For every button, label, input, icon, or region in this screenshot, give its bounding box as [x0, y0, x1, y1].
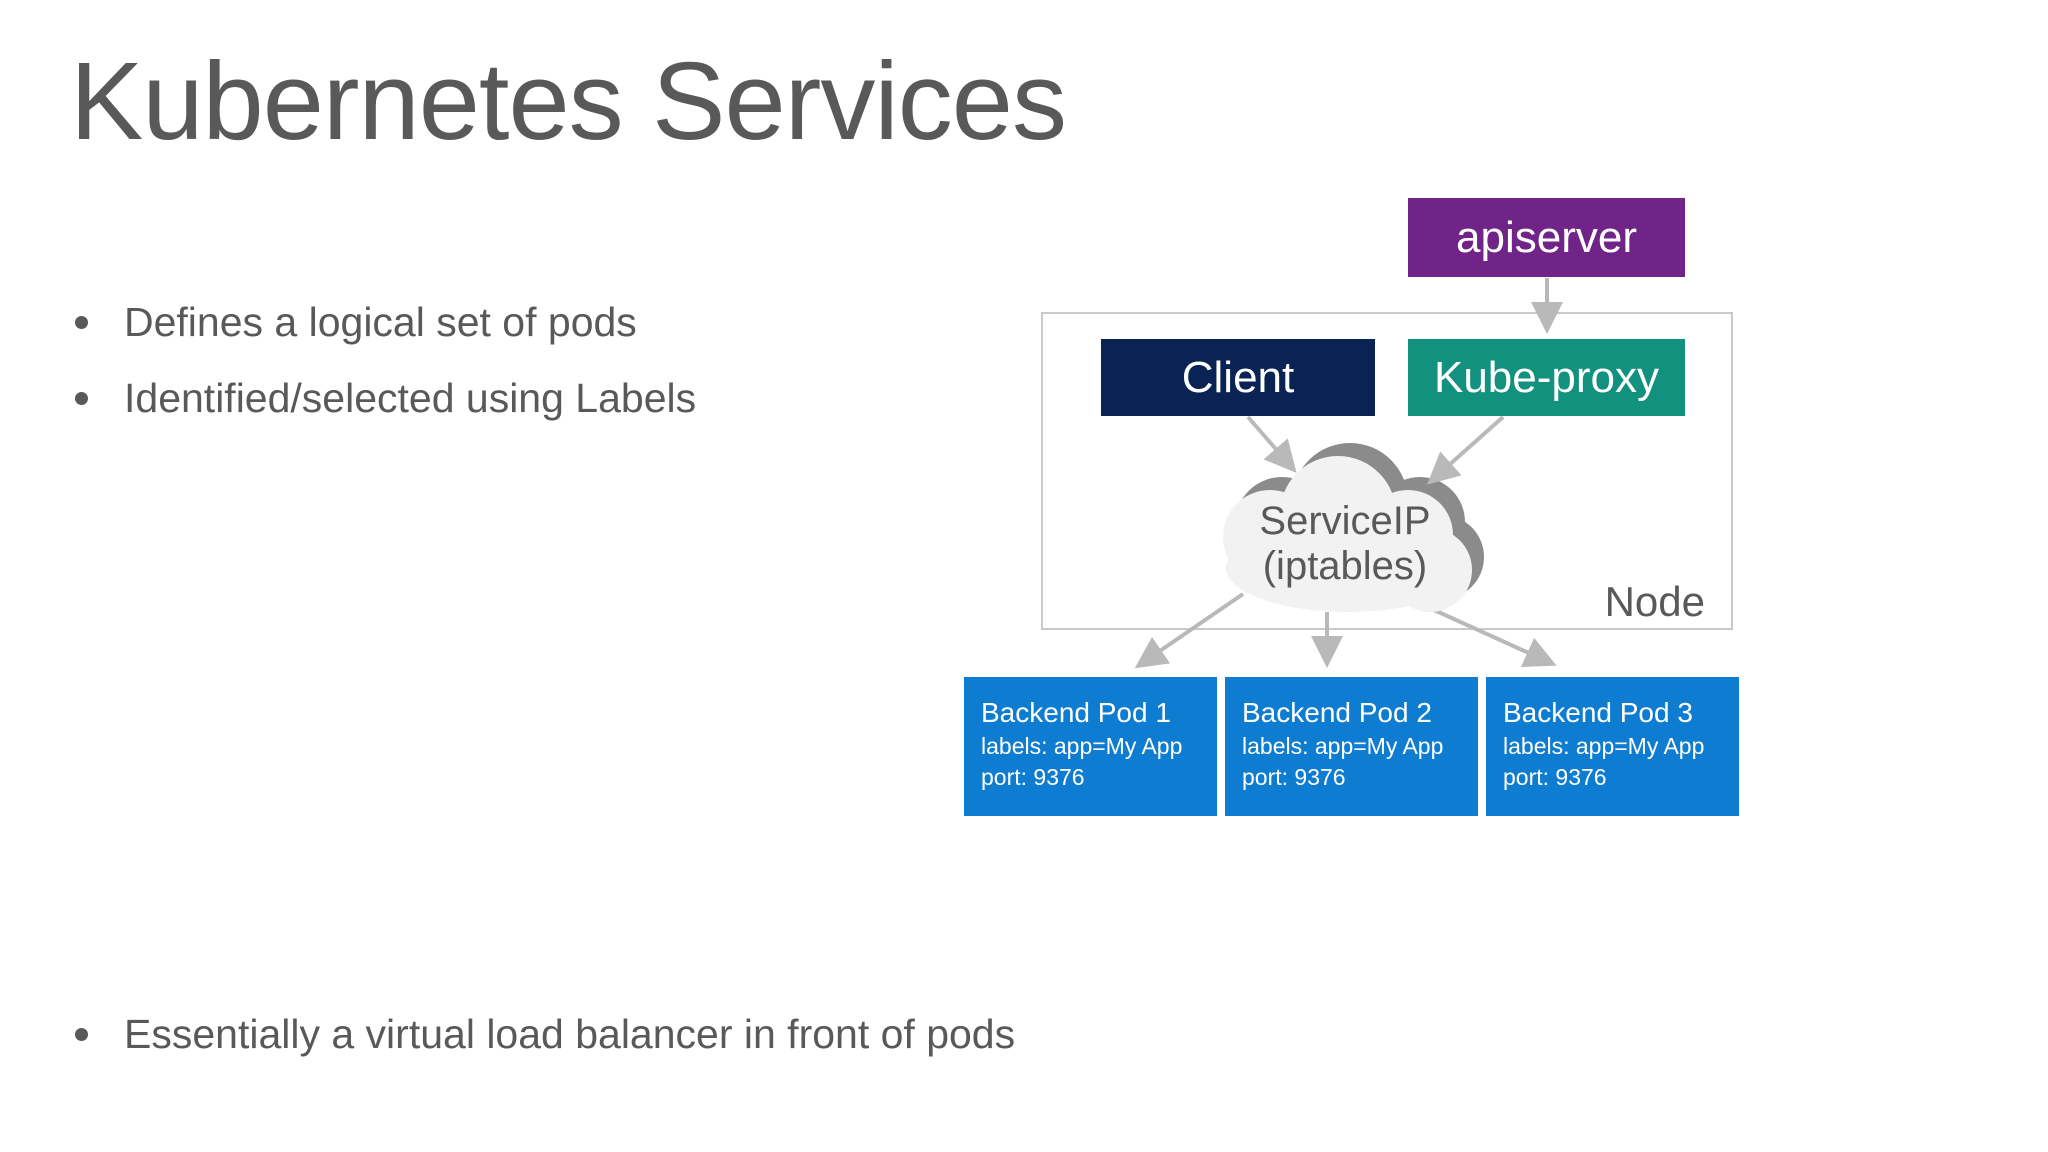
- kube-proxy-label: Kube-proxy: [1433, 352, 1659, 402]
- arrow-kubeproxy-to-cloud: [1427, 415, 1505, 485]
- bullet-item: Essentially a virtual load balancer in f…: [62, 996, 1015, 1072]
- arrow-cloud-to-pod1: [1134, 592, 1245, 669]
- pod-title: Backend Pod 3: [1503, 697, 1693, 728]
- backend-pod-2: Backend Pod 2 labels: app=My App port: 9…: [1225, 677, 1478, 816]
- pod-port: port: 9376: [1242, 764, 1346, 790]
- service-cloud: [1223, 456, 1472, 612]
- apiserver-label: apiserver: [1456, 212, 1637, 262]
- node-container: Node: [1041, 312, 1733, 630]
- client-box: Client: [1101, 339, 1375, 416]
- slide-title: Kubernetes Services: [70, 40, 1067, 163]
- pod-labels: labels: app=My App: [1242, 733, 1444, 759]
- bullet-dot: [75, 315, 88, 329]
- kube-proxy-box: Kube-proxy: [1408, 339, 1685, 416]
- bullet-dot: [75, 1027, 88, 1041]
- bullet-text: Defines a logical set of pods: [124, 298, 637, 345]
- arrow-cloud-to-pod3: [1433, 608, 1557, 667]
- service-cloud-label: ServiceIP (iptables): [1225, 499, 1465, 589]
- bullet-list-top: Defines a logical set of pods Identified…: [62, 284, 696, 436]
- pod-port: port: 9376: [1503, 764, 1607, 790]
- pod-port: port: 9376: [981, 764, 1085, 790]
- pod-title: Backend Pod 2: [1242, 697, 1432, 728]
- client-label: Client: [1181, 352, 1295, 402]
- apiserver-box: apiserver: [1408, 198, 1685, 277]
- arrow-client-to-cloud: [1246, 415, 1297, 474]
- service-cloud-line2: (iptables): [1262, 544, 1428, 588]
- bullet-dot: [75, 391, 88, 405]
- node-label: Node: [1604, 578, 1705, 625]
- bullet-text: Identified/selected using Labels: [124, 374, 697, 421]
- bullet-item: Defines a logical set of pods: [62, 284, 696, 360]
- backend-pod-3: Backend Pod 3 labels: app=My App port: 9…: [1486, 677, 1739, 816]
- pod-labels: labels: app=My App: [1503, 733, 1705, 759]
- bullet-list-bottom: Essentially a virtual load balancer in f…: [62, 996, 1015, 1072]
- pod-title: Backend Pod 1: [981, 697, 1171, 728]
- pod-labels: labels: app=My App: [981, 733, 1183, 759]
- bullet-text: Essentially a virtual load balancer in f…: [124, 1010, 1016, 1057]
- bullet-item: Identified/selected using Labels: [62, 360, 696, 436]
- backend-pod-1: Backend Pod 1 labels: app=My App port: 9…: [964, 677, 1217, 816]
- service-cloud-line1: ServiceIP: [1259, 499, 1431, 543]
